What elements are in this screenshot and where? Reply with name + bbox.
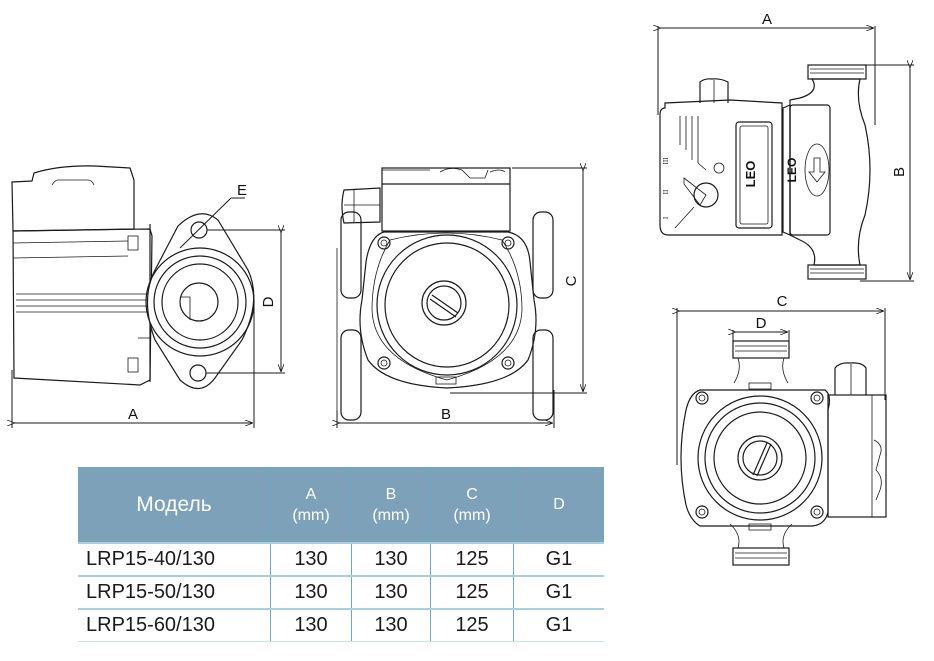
dim-label-b-top: B [891,167,908,177]
dim-label-e: E [237,182,247,199]
cell-b: 130 [351,543,431,577]
dim-label-a-side: A [128,406,138,423]
header-c: C (mm) [430,467,514,543]
speed-mark-3: III [662,157,670,165]
header-d-label: D [553,496,565,513]
header-c-label: C [466,485,478,503]
dim-label-d-end: D [756,315,767,332]
cell-model: LRP15-50/130 [78,576,271,610]
brand-logo-housing: LEO [785,158,799,183]
spec-table: Модель A (mm) B (mm) C (mm) D LRP15-40/130 … [78,467,604,642]
table-row: LRP15-50/130 130 130 125 G1 [78,576,604,610]
speed-mark-2: II [662,189,670,194]
brand-logo-box: LEO [743,161,758,188]
spec-table-header: Модель A (mm) B (mm) C (mm) D [78,467,604,543]
dim-label-a-top: A [762,11,772,28]
cell-b: 130 [351,609,431,642]
header-b-label: B [385,485,397,503]
cell-model: LRP15-60/130 [78,609,271,642]
table-row: LRP15-40/130 130 130 125 G1 [78,543,604,577]
cell-a: 130 [270,609,352,642]
cell-b: 130 [351,576,431,610]
dim-label-b-front: B [441,406,451,423]
dim-label-c-front: C [563,275,580,286]
cell-a: 130 [270,543,352,577]
header-model-label: Модель [136,493,212,516]
cell-c: 125 [430,609,514,642]
cell-c: 125 [430,576,514,610]
end-view: C D [677,293,887,566]
cell-d: G1 [513,576,604,610]
header-c-unit: (mm) [453,506,491,524]
header-d: D [513,467,604,543]
top-view: LEO LEO III II I A B [658,11,914,282]
header-b: B (mm) [351,467,431,543]
speed-mark-1: I [662,216,670,219]
cell-c: 125 [430,543,514,577]
header-a-label: A [305,485,317,503]
header-a-unit: (mm) [292,506,330,524]
side-view: E D A [12,165,285,428]
header-b-unit: (mm) [372,506,410,524]
cell-d: G1 [513,543,604,577]
cell-d: G1 [513,609,604,642]
header-model: Модель [78,467,271,543]
dim-label-d-side: D [260,296,277,307]
front-view: C B [337,168,587,428]
dim-label-c-end: C [777,293,788,310]
header-a: A (mm) [270,467,352,543]
cell-a: 130 [270,576,352,610]
cell-model: LRP15-40/130 [78,543,271,577]
table-row: LRP15-60/130 130 130 125 G1 [78,609,604,642]
